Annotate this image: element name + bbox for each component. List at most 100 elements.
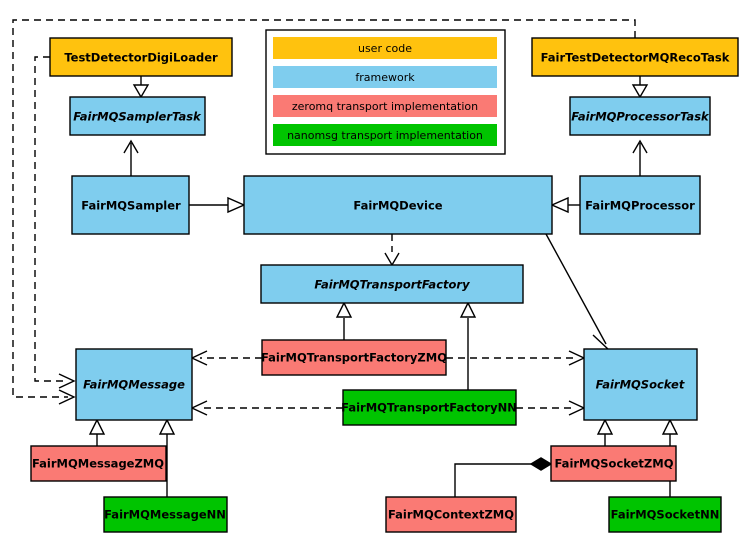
legend-item-nanomsg: nanomsg transport implementation	[273, 124, 497, 146]
node-label-fair-mq-processor-task: FairMQProcessorTask	[571, 110, 710, 124]
node-fair-mq-transport-factory[interactable]: FairMQTransportFactory	[260, 264, 524, 304]
edge-factorynn-creates-message	[190, 400, 343, 416]
node-box[interactable]	[342, 389, 517, 426]
generalization-arrowhead	[158, 418, 176, 435]
edge-sampler-inherits-device	[189, 196, 246, 214]
node-box[interactable]	[71, 175, 190, 235]
node-fair-mq-message[interactable]: FairMQMessage	[75, 348, 193, 421]
node-box[interactable]	[385, 496, 517, 533]
node-fair-mq-socket-nn[interactable]: FairMQSocketNN	[608, 496, 722, 533]
node-box[interactable]	[243, 175, 553, 235]
node-label-fair-mq-device: FairMQDevice	[353, 199, 442, 213]
node-fair-mq-device[interactable]: FairMQDevice	[243, 175, 553, 235]
node-label-fair-mq-processor: FairMQProcessor	[585, 199, 695, 213]
node-label-fair-mq-message: FairMQMessage	[83, 378, 185, 392]
node-label-test-detector-digi-loader: TestDetectorDigiLoader	[64, 51, 218, 65]
edge-digiloader-inherits-samplertask	[132, 76, 150, 99]
legend-label-user-code: user code	[358, 42, 412, 55]
node-fair-mq-sampler-task[interactable]: FairMQSamplerTask	[69, 96, 206, 136]
edge-factoryzmq-creates-message	[190, 350, 262, 366]
node-label-fair-mq-socket: FairMQSocket	[596, 378, 685, 392]
node-box[interactable]	[531, 37, 739, 77]
legend-label-zeromq: zeromq transport implementation	[292, 100, 478, 113]
legend: user code framework zeromq transport imp…	[265, 29, 506, 155]
node-label-fair-mq-socket-nn: FairMQSocketNN	[611, 508, 720, 522]
node-box[interactable]	[550, 445, 677, 482]
node-label-fair-mq-socket-zmq: FairMQSocketZMQ	[555, 457, 674, 471]
generalization-arrowhead	[596, 418, 614, 435]
open-arrowhead	[384, 252, 400, 267]
composition-diamond	[529, 457, 553, 471]
edge-socketzmq-inherits-socket	[596, 418, 614, 446]
node-label-fair-mq-context-zmq: FairMQContextZMQ	[388, 508, 514, 522]
node-fair-mq-context-zmq[interactable]: FairMQContextZMQ	[385, 496, 517, 533]
node-label-fair-test-detector-mq-reco-task: FairTestDetectorMQRecoTask	[541, 51, 730, 65]
legend-swatch-user-code	[273, 37, 497, 59]
node-fair-mq-processor[interactable]: FairMQProcessor	[579, 175, 701, 235]
node-fair-test-detector-mq-reco-task[interactable]: FairTestDetectorMQRecoTask	[531, 37, 739, 77]
node-box[interactable]	[583, 348, 698, 421]
edge-sampler-inherits-samplertask	[123, 139, 139, 176]
edge-socketzmq-composes-contextzmq	[454, 457, 553, 497]
node-fair-mq-transport-factory-nn[interactable]: FairMQTransportFactoryNN	[341, 389, 517, 426]
node-box[interactable]	[103, 496, 228, 533]
node-box[interactable]	[260, 264, 524, 304]
generalization-arrowhead	[335, 301, 353, 318]
open-arrowhead	[123, 139, 139, 154]
open-arrowhead	[58, 373, 76, 389]
open-arrowhead	[568, 400, 586, 416]
legend-item-framework: framework	[273, 66, 497, 88]
node-label-fair-mq-transport-factory-nn: FairMQTransportFactoryNN	[341, 401, 517, 415]
edge-factorynn-inherits-factory	[459, 301, 477, 390]
node-box[interactable]	[30, 445, 167, 482]
edge-device-uses-transportfactory	[384, 234, 400, 267]
generalization-arrowhead	[631, 84, 649, 99]
edge-processor-inherits-processortask	[632, 139, 648, 176]
node-test-detector-digi-loader[interactable]: TestDetectorDigiLoader	[49, 37, 233, 77]
edge-factorynn-creates-socket	[516, 400, 586, 416]
legend-item-user-code: user code	[273, 37, 497, 59]
edge-factoryzmq-creates-socket	[446, 350, 586, 366]
node-label-fair-mq-sampler: FairMQSampler	[81, 199, 181, 213]
node-fair-mq-socket[interactable]: FairMQSocket	[583, 348, 698, 421]
legend-label-framework: framework	[355, 71, 415, 84]
generalization-arrowhead	[550, 196, 569, 214]
legend-swatch-framework	[273, 66, 497, 88]
node-label-fair-mq-message-zmq: FairMQMessageZMQ	[32, 457, 164, 471]
node-fair-mq-message-nn[interactable]: FairMQMessageNN	[103, 496, 228, 533]
edge-recotask-inherits-processortask	[631, 76, 649, 99]
generalization-arrowhead	[227, 196, 246, 214]
node-box[interactable]	[49, 37, 233, 77]
node-fair-mq-socket-zmq[interactable]: FairMQSocketZMQ	[550, 445, 677, 482]
node-box[interactable]	[579, 175, 701, 235]
node-label-fair-mq-transport-factory-zmq: FairMQTransportFactoryZMQ	[261, 351, 447, 365]
edge-recotask-uses-message	[12, 19, 636, 405]
node-layer: TestDetectorDigiLoader FairTestDetectorM…	[30, 37, 739, 533]
generalization-arrowhead	[88, 418, 106, 435]
node-fair-mq-message-zmq[interactable]: FairMQMessageZMQ	[30, 445, 167, 482]
generalization-arrowhead	[661, 418, 679, 435]
node-label-fair-mq-sampler-task: FairMQSamplerTask	[73, 110, 202, 124]
edge-digiloader-uses-message	[34, 56, 76, 389]
node-box[interactable]	[569, 96, 711, 136]
node-fair-mq-transport-factory-zmq[interactable]: FairMQTransportFactoryZMQ	[261, 339, 447, 376]
node-label-fair-mq-transport-factory: FairMQTransportFactory	[314, 278, 470, 292]
edge-factoryzmq-inherits-factory	[335, 301, 353, 340]
legend-label-nanomsg: nanomsg transport implementation	[287, 129, 483, 142]
node-fair-mq-sampler[interactable]: FairMQSampler	[71, 175, 190, 235]
legend-swatch-zeromq	[273, 95, 497, 117]
open-arrowhead	[632, 139, 648, 154]
node-fair-mq-processor-task[interactable]: FairMQProcessorTask	[569, 96, 711, 136]
legend-swatch-nanomsg	[273, 124, 497, 146]
node-label-fair-mq-message-nn: FairMQMessageNN	[104, 508, 226, 522]
node-box[interactable]	[608, 496, 722, 533]
open-arrowhead	[58, 389, 76, 405]
legend-item-zeromq: zeromq transport implementation	[273, 95, 497, 117]
node-box[interactable]	[75, 348, 193, 421]
node-box[interactable]	[261, 339, 447, 376]
node-box[interactable]	[69, 96, 206, 136]
edge-device-uses-socket	[545, 233, 611, 353]
generalization-arrowhead	[459, 301, 477, 318]
open-arrowhead	[190, 350, 208, 366]
edge-messagenn-inherits-message	[158, 418, 176, 497]
